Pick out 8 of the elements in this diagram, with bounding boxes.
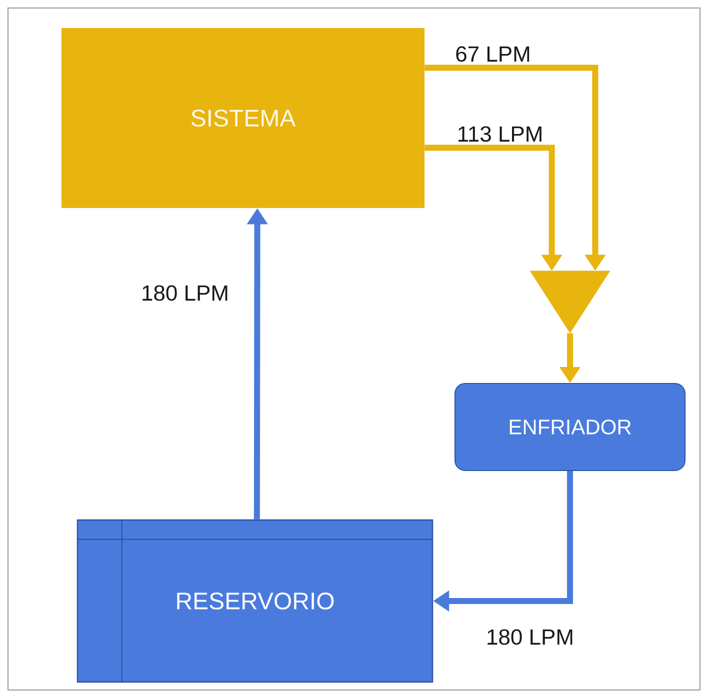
system-box: SISTEMA: [62, 28, 424, 208]
cooler-box: ENFRIADOR: [454, 383, 686, 471]
reservoir-tank: RESERVORIO: [76, 518, 434, 684]
edge-label: 180 LPM: [140, 284, 230, 302]
edge-label: 67 LPM: [454, 45, 532, 63]
edge-label: 180 LPM: [484, 628, 576, 646]
edge-label: 113 LPM: [456, 125, 544, 143]
merge-triangle: [530, 270, 610, 334]
